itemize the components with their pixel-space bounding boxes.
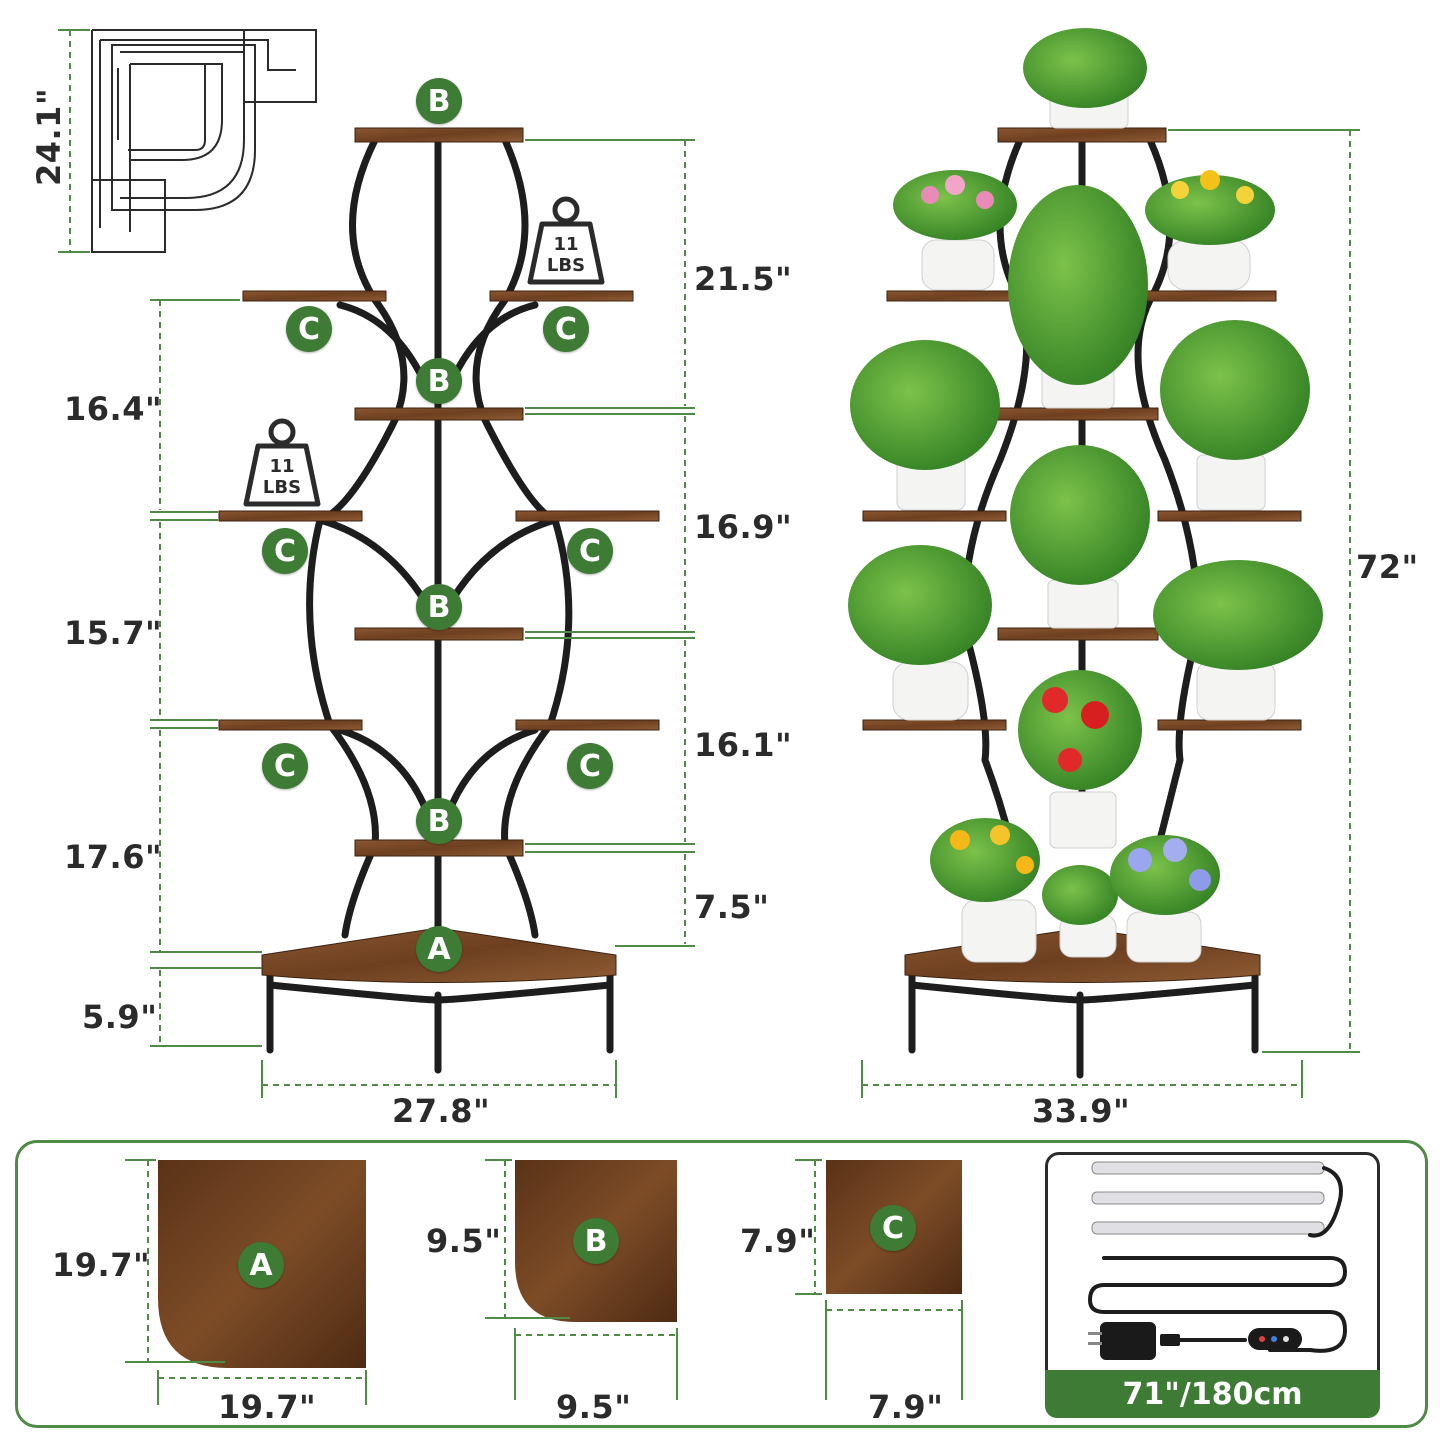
overall-height-label: 72" bbox=[1356, 548, 1419, 586]
shelf-badge-c-3l: C bbox=[262, 743, 308, 789]
weight-tag-2: 11 LBS bbox=[240, 418, 324, 508]
shelf-badge-c-3r: C bbox=[567, 743, 613, 789]
left-spacing-label-1: 16.4" bbox=[64, 390, 163, 428]
board-c-height-label: 7.9" bbox=[740, 1222, 816, 1260]
shelf-badge-b-2: B bbox=[416, 358, 462, 404]
weight-tag-1-value: 11 bbox=[553, 234, 579, 255]
right-spacing-label-1: 21.5" bbox=[694, 260, 793, 298]
grow-light-length-label: 71"/180cm bbox=[1045, 1370, 1380, 1418]
grow-light-cable bbox=[1087, 1166, 1348, 1353]
shelf-badge-a: A bbox=[416, 926, 462, 972]
parts-panel bbox=[15, 1140, 1428, 1428]
weight-icon bbox=[527, 196, 605, 285]
left-spacing-label-3: 17.6" bbox=[64, 838, 163, 876]
shelf-badge-c-1r: C bbox=[543, 306, 589, 352]
right-width-label: 33.9" bbox=[1032, 1092, 1131, 1130]
shelf-badge-b-top: B bbox=[416, 78, 462, 124]
right-dimension-lines bbox=[861, 129, 1360, 1098]
board-badge-c: C bbox=[870, 1205, 916, 1251]
weight-icon bbox=[243, 418, 321, 507]
board-dimension-lines bbox=[125, 1159, 963, 1405]
weight-tag-2-value: 11 bbox=[269, 456, 295, 477]
left-width-label: 27.8" bbox=[392, 1092, 491, 1130]
weight-tag-2-text: 11 LBS bbox=[240, 456, 324, 498]
board-b-width-label: 9.5" bbox=[556, 1388, 632, 1426]
board-badge-b: B bbox=[573, 1218, 619, 1264]
shelf-badge-b-3: B bbox=[416, 584, 462, 630]
board-badge-a: A bbox=[238, 1242, 284, 1288]
grow-light-bars bbox=[1091, 1161, 1325, 1235]
shelf-badge-c-2l: C bbox=[262, 528, 308, 574]
plant-illustrations bbox=[848, 28, 1323, 963]
depth-dimension-line bbox=[58, 29, 90, 253]
shelf-badge-c-2r: C bbox=[567, 528, 613, 574]
left-spacing-label-4: 5.9" bbox=[82, 998, 158, 1036]
board-a-width-label: 19.7" bbox=[218, 1388, 317, 1426]
board-a-height-label: 19.7" bbox=[52, 1246, 151, 1284]
left-spacing-label-2: 15.7" bbox=[64, 614, 163, 652]
right-spacing-label-3: 16.1" bbox=[694, 726, 793, 764]
board-c-width-label: 7.9" bbox=[868, 1388, 944, 1426]
right-spacing-label-2: 16.9" bbox=[694, 508, 793, 546]
left-dimension-lines bbox=[150, 299, 617, 1098]
weight-tag-1-unit: LBS bbox=[546, 255, 586, 276]
adapter-and-controller bbox=[1088, 1322, 1302, 1360]
mid-dimension-lines bbox=[525, 139, 695, 947]
right-spacing-label-4: 7.5" bbox=[694, 888, 770, 926]
shelf-badge-c-1l: C bbox=[286, 306, 332, 352]
weight-tag-1-text: 11 LBS bbox=[524, 234, 608, 276]
shelf-badge-b-4: B bbox=[416, 798, 462, 844]
top-view-drawing bbox=[91, 29, 317, 253]
board-b-height-label: 9.5" bbox=[426, 1222, 502, 1260]
weight-tag-1: 11 LBS bbox=[524, 196, 608, 286]
depth-label: 24.1" bbox=[30, 87, 68, 186]
weight-tag-2-unit: LBS bbox=[262, 477, 302, 498]
